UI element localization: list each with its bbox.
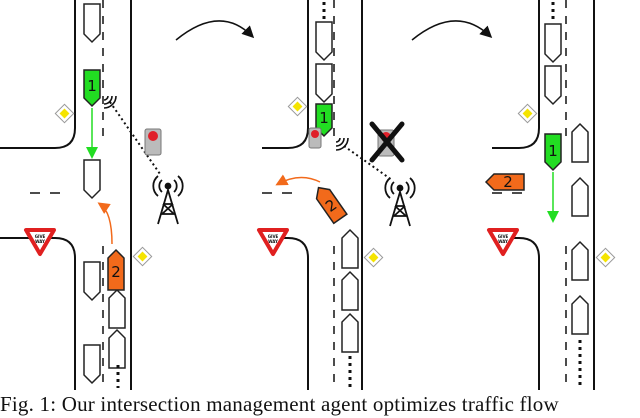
curved-arrow-icon [411, 20, 493, 41]
car-icon [571, 177, 589, 217]
panel-3: 1 2 GIVE WAY [484, 0, 616, 390]
curved-arrow-icon [175, 20, 255, 41]
svg-text:WAY: WAY [35, 239, 45, 244]
give-way-sign-icon: GIVE WAY [257, 228, 289, 256]
radio-tower-icon [384, 177, 416, 227]
car-icon [544, 23, 562, 63]
orange-arrow [275, 174, 321, 186]
green-car-1: 1 [83, 69, 101, 108]
priority-road-sign-icon [287, 96, 308, 117]
figure-caption: Fig. 1: Our intersection management agen… [0, 392, 559, 416]
intersection-diagram: 1 2 [0, 0, 616, 390]
green-car-label: 1 [87, 77, 97, 95]
panel-2: 1 2 [257, 0, 416, 390]
car-icon [544, 65, 562, 105]
car-icon [315, 21, 333, 61]
orange-car-label: 2 [503, 173, 513, 191]
orange-car-2: 2 [315, 186, 348, 225]
orange-car-label: 2 [111, 263, 121, 281]
wireless-signal-icon [103, 95, 117, 109]
priority-road-sign-icon [54, 103, 75, 124]
priority-road-sign-icon [517, 103, 538, 124]
green-car-label: 1 [319, 109, 329, 127]
car-icon [108, 289, 126, 329]
car-icon [83, 344, 101, 384]
cross-icon [369, 121, 405, 163]
svg-text:GIVE: GIVE [268, 234, 279, 239]
car-icon [83, 3, 101, 43]
svg-text:GIVE: GIVE [35, 234, 46, 239]
orange-car-2: 2 [107, 248, 125, 291]
svg-text:GIVE: GIVE [498, 234, 509, 239]
car-icon [315, 63, 333, 103]
give-way-sign-icon: GIVE WAY [24, 228, 56, 256]
orange-car-2: 2 [484, 173, 525, 191]
car-icon [83, 159, 101, 199]
car-icon [571, 295, 589, 335]
priority-road-sign-icon [132, 246, 153, 267]
green-car-1: 1 [544, 133, 562, 172]
car-icon [341, 313, 359, 353]
give-way-sign-icon: GIVE WAY [487, 228, 519, 256]
car-icon [571, 123, 589, 163]
orange-arrow [97, 202, 113, 245]
car-icon [83, 261, 101, 301]
svg-text:WAY: WAY [498, 239, 508, 244]
radio-tower-icon [152, 175, 184, 225]
car-icon [571, 241, 589, 281]
wireless-signal-icon [335, 137, 349, 151]
svg-text:WAY: WAY [268, 239, 278, 244]
car-icon [341, 229, 359, 269]
car-icon [341, 271, 359, 311]
traffic-light-icon [144, 128, 162, 156]
car-icon [108, 329, 126, 369]
panel-1: 1 2 [0, 0, 184, 390]
green-car-label: 1 [548, 142, 558, 160]
priority-road-sign-icon [363, 247, 384, 268]
priority-road-sign-icon [595, 247, 616, 268]
traffic-light-icon [308, 127, 322, 149]
